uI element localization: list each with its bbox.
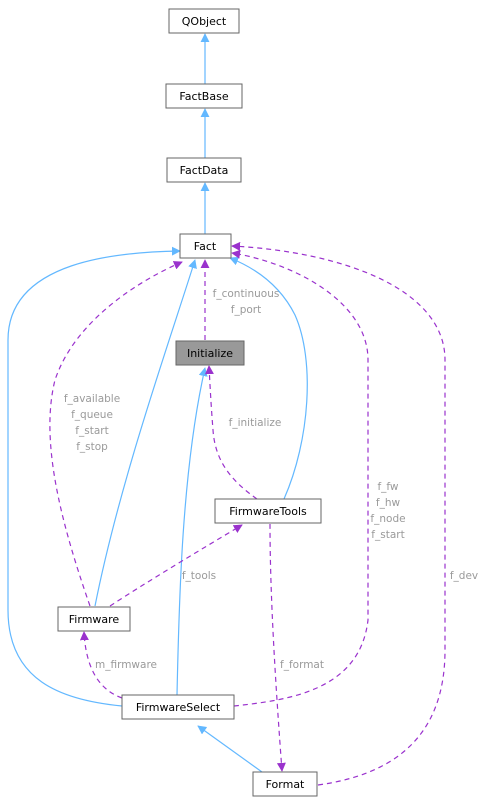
node-format[interactable]: Format (252, 771, 318, 797)
node-firmwaretools-label: FirmwareTools (229, 505, 307, 518)
node-initialize[interactable]: Initialize (175, 340, 245, 366)
edge-firmwareselect-to-fact-usage (231, 249, 369, 707)
node-initialize-label: Initialize (187, 347, 233, 360)
edge-label-continuous: f_continuous (213, 288, 280, 300)
edge-firmwaretools-to-fact (229, 256, 308, 500)
node-firmware[interactable]: Firmware (57, 606, 131, 632)
edge-label-start: f_start (75, 425, 108, 437)
edge-format-to-firmwareselect (197, 725, 263, 773)
node-firmwareselect-label: FirmwareSelect (136, 701, 221, 714)
node-fact-label: Fact (194, 240, 217, 253)
edge-label-format: f_format (280, 659, 324, 671)
edge-firmwaretools-to-initialize (204, 365, 258, 500)
edge-firmware-to-fact (94, 259, 197, 607)
edge-label-start2: f_start (371, 529, 404, 541)
edge-label-node: f_node (370, 513, 405, 525)
edge-firmwaretools-to-format (269, 523, 286, 772)
node-factdata-label: FactData (180, 164, 229, 177)
edge-label-stop: f_stop (76, 441, 108, 453)
inheritance-edges (7, 33, 308, 773)
edge-label-queue: f_queue (71, 409, 113, 421)
node-firmwareselect[interactable]: FirmwareSelect (121, 694, 235, 720)
node-format-label: Format (266, 778, 305, 791)
edge-label-dev: f_dev (450, 570, 478, 582)
edge-firmwareselect-to-fact (7, 246, 181, 707)
edge-firmware-to-firmwaretools (109, 524, 243, 607)
edge-firmware-to-fact-usage (49, 261, 183, 607)
edge-firmwareselect-to-initialize (176, 367, 208, 696)
usage-edges (49, 241, 446, 786)
node-qobject[interactable]: QObject (168, 8, 240, 34)
edge-labels: f_continuous f_port f_available f_queue … (64, 288, 478, 671)
edge-label-available: f_available (64, 393, 120, 405)
edge-format-to-fact (231, 241, 446, 786)
node-firmwaretools[interactable]: FirmwareTools (214, 498, 322, 524)
edge-label-port: f_port (231, 304, 261, 316)
edge-label-initialize: f_initialize (229, 417, 282, 429)
node-fact[interactable]: Fact (179, 233, 232, 259)
node-factdata[interactable]: FactData (166, 157, 242, 183)
node-qobject-label: QObject (182, 15, 227, 28)
node-firmware-label: Firmware (69, 613, 120, 626)
node-factbase-label: FactBase (179, 90, 228, 103)
edge-label-tools: f_tools (182, 570, 216, 582)
node-factbase[interactable]: FactBase (165, 83, 243, 109)
edge-label-m-firmware: m_firmware (95, 659, 157, 671)
edge-label-fw: f_fw (377, 481, 398, 493)
edge-label-hw: f_hw (376, 497, 401, 509)
